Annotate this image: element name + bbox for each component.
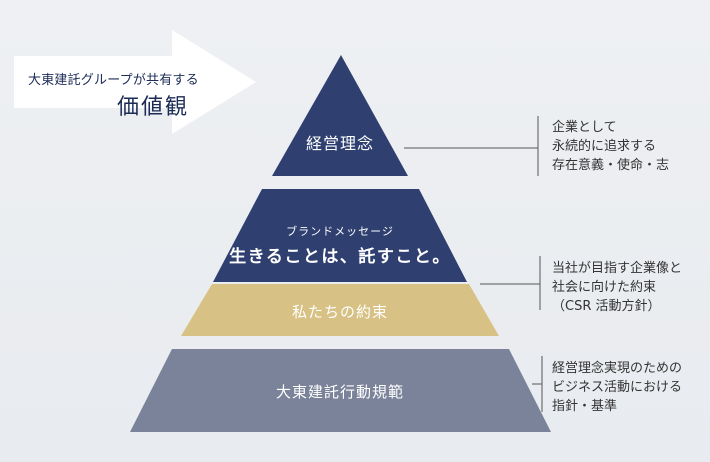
annotation-1-line-1: 企業として	[552, 120, 617, 135]
tier-1-label: 経営理念	[305, 134, 374, 153]
tier-2-caption: ブランドメッセージ	[286, 225, 394, 238]
annotation-3-line-1: 経営理念実現のための	[552, 361, 683, 376]
banner-subtitle: 大東建託グループが共有する	[28, 73, 199, 88]
annotation-1: 企業として 永続的に追求する 存在意義・使命・志	[552, 118, 669, 175]
tier-4-label: 大東建託行動規範	[275, 383, 404, 401]
annotation-2-line-2: 社会に向けた約束	[552, 280, 657, 295]
annotation-2-line-3: （CSR 活動方針）	[552, 299, 661, 314]
banner-arrow	[14, 30, 256, 134]
tier-2-label: 生きることは、託すこと。	[229, 247, 451, 267]
banner-title: 価値観	[117, 95, 190, 120]
annotation-1-line-3: 存在意義・使命・志	[552, 158, 670, 173]
annotation-2-line-1: 当社が目指す企業像と	[552, 261, 683, 276]
tier-3-shape	[181, 284, 499, 336]
annotation-1-line-2: 永続的に追求する	[552, 139, 657, 154]
tier-3-label: 私たちの約束	[291, 303, 388, 321]
annotation-3-line-2: ビジネス活動における	[552, 380, 683, 395]
annotation-3-line-3: 指針・基準	[552, 399, 618, 414]
tier-1-shape	[272, 55, 408, 176]
annotation-3: 経営理念実現のための ビジネス活動における 指針・基準	[552, 359, 682, 416]
annotation-2: 当社が目指す企業像と 社会に向けた約束 （CSR 活動方針）	[552, 259, 682, 316]
tier-4-shape	[130, 349, 551, 432]
tier-2-shape	[213, 189, 467, 282]
